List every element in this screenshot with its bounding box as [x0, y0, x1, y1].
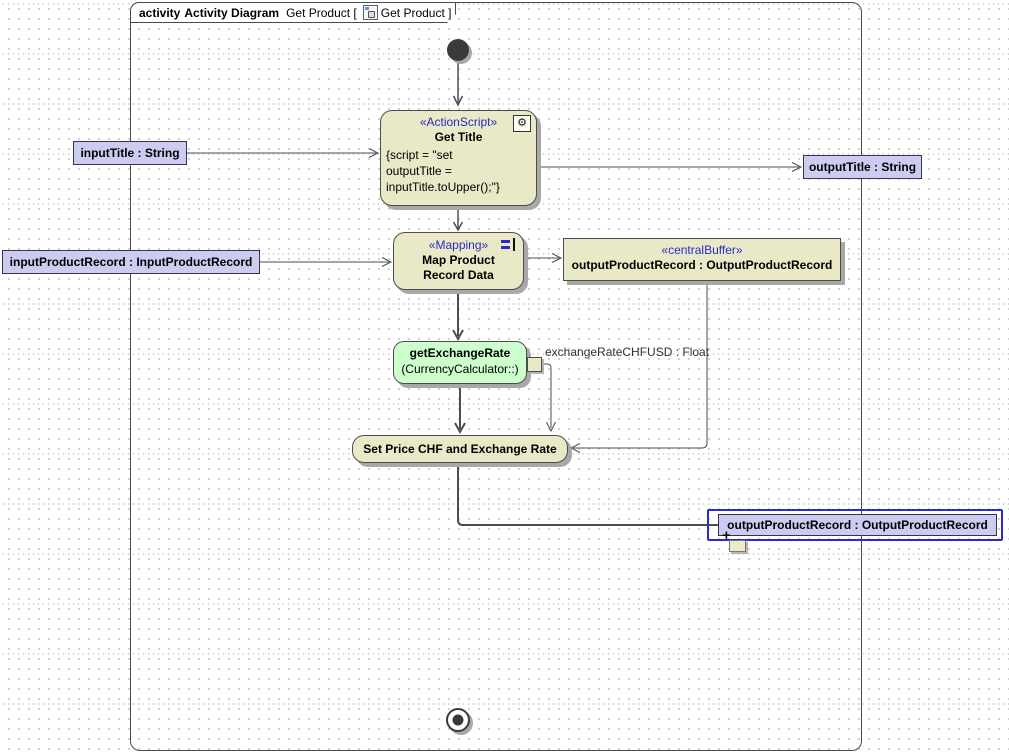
edge-initial-to-get-title[interactable] — [452, 61, 464, 107]
action-get-title[interactable]: ⚙ «ActionScript» Get Title {script = "se… — [380, 110, 537, 206]
call-owner: (CurrencyCalculator::) — [401, 362, 519, 376]
call-name: getExchangeRate — [409, 346, 511, 360]
action-set-price-chf-and-exchange-rate[interactable]: Set Price CHF and Exchange Rate — [352, 435, 568, 463]
action-name: Set Price CHF and Exchange Rate — [363, 442, 557, 456]
edge-input-product-record-to-map-product[interactable] — [260, 257, 393, 267]
edge-get-exchange-rate-to-set-price[interactable] — [454, 384, 466, 435]
output-pin-exchange-rate[interactable] — [527, 357, 542, 372]
stereotype-mapping: «Mapping» — [428, 238, 489, 252]
action-map-product-record-data[interactable]: «Mapping» Map Product Record Data — [393, 232, 524, 290]
param-node-input-product-record[interactable]: inputProductRecord : InputProductRecord — [2, 250, 260, 274]
edge-map-product-to-central-buffer[interactable] — [524, 253, 563, 263]
frame-keyword: activity — [139, 5, 181, 20]
buffer-name: outputProductRecord : OutputProductRecor… — [571, 258, 833, 272]
param-node-output-title[interactable]: outputTitle : String — [803, 155, 922, 179]
action-name: Get Title — [434, 130, 483, 144]
actionscript-gear-icon: ⚙ — [513, 115, 531, 132]
frame-diagram-name: Get Product ] — [380, 5, 452, 20]
action-get-exchange-rate[interactable]: getExchangeRate (CurrencyCalculator::) — [393, 341, 527, 384]
param-node-input-title[interactable]: inputTitle : String — [73, 141, 187, 165]
pin-label-exchange-rate: exchangeRateCHFUSD : Float — [545, 345, 710, 359]
activity-final-node[interactable] — [446, 708, 473, 735]
frame-context: Get Product [ — [286, 5, 357, 20]
edge-input-title-to-get-title[interactable] — [187, 148, 380, 158]
selection-note-handle[interactable] — [729, 540, 746, 552]
edge-set-price-to-output-product-record[interactable] — [457, 463, 720, 526]
selection-border-output-product-record[interactable]: outputProductRecord : OutputProductRecor… — [707, 509, 1003, 541]
frame-header[interactable]: activity Activity Diagram Get Product [ … — [130, 2, 456, 23]
activity-diagram-icon — [363, 5, 378, 20]
edge-map-product-to-get-exchange-rate[interactable] — [452, 290, 464, 342]
action-name: Map Product Record Data — [422, 253, 495, 282]
selection-plus-handle[interactable]: + — [722, 527, 731, 544]
param-node-output-product-record[interactable]: outputProductRecord : OutputProductRecor… — [718, 514, 997, 536]
edge-central-buffer-to-set-price[interactable] — [569, 281, 708, 453]
mapping-icon — [501, 238, 517, 251]
initial-node[interactable] — [447, 39, 472, 64]
central-buffer-output-product-record[interactable]: «centralBuffer» outputProductRecord : Ou… — [563, 238, 841, 281]
activity-frame[interactable] — [130, 2, 862, 751]
action-script-body: {script = "set outputTitle = inputTitle.… — [386, 148, 500, 194]
edge-get-title-to-output-title[interactable] — [537, 162, 803, 172]
stereotype-central-buffer: «centralBuffer» — [661, 243, 743, 257]
frame-diagram-type: Activity Diagram — [184, 5, 280, 20]
edge-exchange-rate-pin-to-set-price[interactable] — [540, 363, 556, 433]
edge-get-title-to-map-product[interactable] — [452, 206, 464, 232]
stereotype-actionscript: «ActionScript» — [419, 115, 498, 129]
